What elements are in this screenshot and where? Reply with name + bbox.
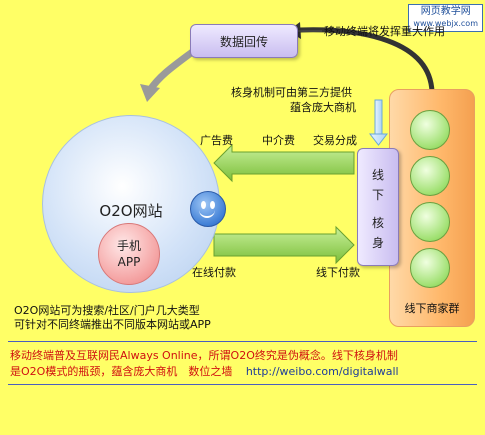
smiley-mouth [199, 207, 215, 218]
data-return-label: 数据回传 [219, 34, 268, 49]
core-mech-arrow-shaft [374, 99, 383, 135]
site-versions-note: 可针对不同终端推出不同版本网站或APP [14, 318, 211, 331]
offline-payment-label: 线下付款 [316, 266, 360, 279]
mobile-app-circle: 手机 APP [98, 223, 160, 285]
footer-divider-top [8, 341, 477, 342]
merchant-group: 线下商家群 [389, 89, 475, 327]
return-curve-left [146, 46, 199, 94]
merchant-node [410, 248, 450, 288]
site-types-note: O2O网站可为搜索/社区/门户几大类型 [14, 304, 200, 317]
fee-arrow [213, 143, 355, 183]
data-return-box: 数据回传 [190, 24, 298, 58]
merchant-node [410, 110, 450, 150]
user-smiley-icon [190, 191, 226, 227]
footer-line2: 是O2O模式的瓶颈，蕴含庞大商机 数位之墙 http://weibo.com/d… [10, 364, 480, 380]
footer-divider-bottom [8, 384, 477, 385]
ad-fee-label: 广告费 [200, 134, 233, 147]
footer-line2-text: 是O2O模式的瓶颈，蕴含庞大商机 数位之墙 [10, 365, 233, 378]
smiley-eye-left [201, 201, 206, 209]
merchant-node [410, 202, 450, 242]
smiley-eye-right [210, 201, 215, 209]
core-mechanism-opportunity: 蕴含庞大商机 [290, 101, 356, 114]
mobile-app-label-line1: 手机 [116, 239, 141, 253]
merchant-group-label: 线下商家群 [404, 302, 460, 315]
core-mech-arrow-head [368, 133, 389, 146]
online-payment-label: 在线付款 [192, 266, 236, 279]
watermark-title: 网页教学网 [420, 6, 471, 17]
offline-verification-char: 身 [371, 236, 384, 250]
payment-arrow [213, 225, 355, 265]
offline-verification-char: 下 [371, 188, 384, 202]
offline-verification-char: 核 [371, 216, 384, 230]
return-curve-right [299, 27, 435, 93]
core-mechanism-note: 核身机制可由第三方提供 [231, 86, 352, 99]
agency-fee-label: 中介费 [262, 134, 295, 147]
merchant-node [410, 156, 450, 196]
footer-link[interactable]: http://weibo.com/digitalwall [245, 365, 399, 378]
mobile-annotation: 移动终端将发挥重大作用 [324, 25, 445, 38]
footer-note: 移动终端普及互联网民Always Online，所谓O2O终究是伪概念。线下核身… [10, 348, 480, 380]
watermark-url: www.webjx.com [413, 19, 478, 28]
offline-verification-box: 线 下 核 身 [357, 148, 399, 266]
watermark: 网页教学网 www.webjx.com [408, 4, 483, 32]
o2o-site-label: O2O网站 [99, 202, 163, 220]
footer-line1: 移动终端普及互联网民Always Online，所谓O2O终究是伪概念。线下核身… [10, 349, 398, 362]
return-curve-left-head [140, 84, 160, 102]
offline-verification-char: 线 [371, 168, 384, 182]
commission-label: 交易分成 [313, 134, 357, 147]
mobile-app-label-line2: APP [117, 255, 141, 269]
